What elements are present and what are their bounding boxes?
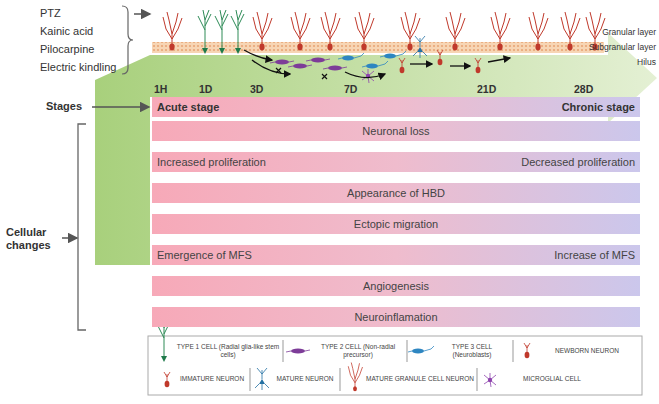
band-text: Decreased proliferation <box>521 156 635 168</box>
layer-label: Granular layer <box>540 27 656 37</box>
band-text: Ectopic migration <box>354 218 438 230</box>
band-text: Acute stage <box>157 101 219 113</box>
time-label: 21D <box>477 83 496 96</box>
legend-label: TYPE 2 CELL (Non-radial precursor) <box>311 343 405 359</box>
legend-label: MATURE NEURON <box>277 375 334 383</box>
legend-label: TYPE 3 CELL (Neuroblasts) <box>434 343 510 359</box>
legend-box <box>148 336 642 395</box>
change-band: Emergence of MFS Increase of MFS <box>152 245 640 265</box>
change-band: Neuroinflamation <box>152 307 640 327</box>
legend-text: NEWBORN NEURON <box>537 338 637 364</box>
change-band: Ectopic migration <box>152 214 640 234</box>
legend-text: TYPE 3 CELL (Neuroblasts) <box>434 338 510 364</box>
layer-label: Subgranular layer <box>540 42 656 52</box>
time-label: 7D <box>344 83 357 96</box>
legend-text: TYPE 1 CELL (Radial glia-like stem cells… <box>176 338 280 364</box>
axis-label: Stages <box>46 100 82 113</box>
change-band: Angiogenesis <box>152 276 640 296</box>
band-text: Emergence of MFS <box>157 249 252 261</box>
axis-label: Cellular changes <box>6 226 64 252</box>
stimulus-bracket <box>122 6 133 74</box>
legend-text: MATURE GRANULE CELL NEURON <box>366 366 474 392</box>
change-band: Neuronal loss <box>152 121 640 141</box>
time-label: 1H <box>154 83 167 96</box>
legend-label: MICROGLIAL CELL <box>523 375 581 383</box>
stimulus-label: PTZ <box>40 7 61 20</box>
legend-text: TYPE 2 CELL (Non-radial precursor) <box>311 338 405 364</box>
time-arrow <box>95 33 657 265</box>
band-text: Increased proliferation <box>157 156 266 168</box>
band-text: Increase of MFS <box>554 249 635 261</box>
change-band: Appearance of HBD <box>152 183 640 203</box>
legend-text: IMMATURE NEURON <box>176 366 248 392</box>
band-text: Neuroinflamation <box>354 311 437 323</box>
stimulus-label: Kainic acid <box>40 25 93 38</box>
legend-label: TYPE 1 CELL (Radial glia-like stem cells… <box>176 343 280 359</box>
legend-label: NEWBORN NEURON <box>555 347 619 355</box>
time-label: 28D <box>574 83 593 96</box>
band-text: Appearance of HBD <box>347 187 445 199</box>
layer-label: Hilus <box>540 57 656 67</box>
stage-band: Acute stage Chronic stage <box>152 97 640 117</box>
legend-label: MATURE GRANULE CELL NEURON <box>366 375 474 383</box>
stimulus-label: Pilocarpine <box>40 43 94 56</box>
legend-text: MATURE NEURON <box>272 366 338 392</box>
band-text: Angiogenesis <box>363 280 429 292</box>
legend-text: MICROGLIAL CELL <box>502 366 602 392</box>
change-band: Increased proliferation Decreased prolife… <box>152 152 640 172</box>
time-label: 3D <box>250 83 263 96</box>
stimulus-label: Electric kindling <box>40 61 116 74</box>
time-label: 1D <box>199 83 212 96</box>
band-text: Neuronal loss <box>362 125 429 137</box>
legend-label: IMMATURE NEURON <box>180 375 244 383</box>
changes-bracket <box>78 124 86 330</box>
band-text: Chronic stage <box>562 101 635 113</box>
